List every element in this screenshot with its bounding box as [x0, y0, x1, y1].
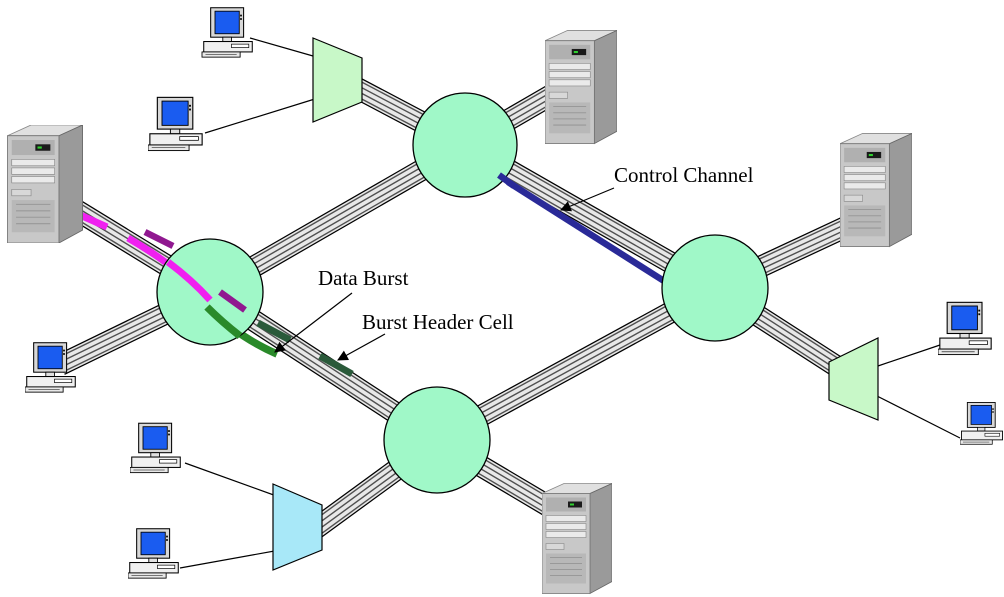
edge-router-right — [828, 337, 879, 421]
core-node-right — [661, 234, 769, 342]
data-burst-label: Data Burst — [318, 266, 409, 290]
burst-seg-1 — [78, 211, 109, 231]
pc-icon — [960, 401, 1004, 445]
pc-icon — [148, 96, 203, 152]
pc-icon — [201, 7, 253, 58]
access-line-4 — [874, 344, 941, 368]
core-node-top — [412, 92, 518, 198]
burst-magenta-over-node — [165, 259, 213, 303]
access-line-5 — [874, 394, 961, 439]
access-line-0 — [249, 37, 321, 59]
control-channel-arrow — [560, 187, 615, 212]
header-green-2 — [318, 352, 354, 378]
server-icon — [545, 29, 617, 145]
core-node-left — [156, 238, 264, 346]
data-burst-arrow — [274, 292, 353, 353]
core-node-bottom — [383, 386, 491, 494]
pc-icon — [938, 301, 992, 356]
control-channel-highlight — [506, 179, 666, 284]
access-line-2 — [184, 462, 283, 499]
edge-router-bottom-left — [272, 483, 323, 571]
server-icon — [840, 132, 912, 248]
burst-green-over-node — [204, 304, 243, 339]
server-icon — [7, 125, 83, 243]
edge-routers — [272, 37, 879, 571]
access-line-3 — [179, 549, 281, 569]
control-channel-label: Control Channel — [614, 163, 754, 187]
header-purple-1 — [143, 229, 175, 249]
control-channel-over-node — [497, 172, 516, 189]
header-green-1 — [256, 319, 292, 344]
core-nodes — [156, 92, 769, 494]
server-icon — [542, 482, 612, 595]
burst-header-cell-label: Burst Header Cell — [362, 310, 514, 334]
header-purple-over-node — [218, 289, 247, 313]
access-lines — [179, 37, 961, 569]
pc-icon — [130, 422, 181, 474]
computers — [7, 7, 1004, 595]
pc-icon — [128, 528, 179, 579]
access-line-1 — [204, 97, 319, 134]
edge-router-top-left — [312, 37, 363, 123]
burst-header-arrow — [337, 333, 386, 361]
